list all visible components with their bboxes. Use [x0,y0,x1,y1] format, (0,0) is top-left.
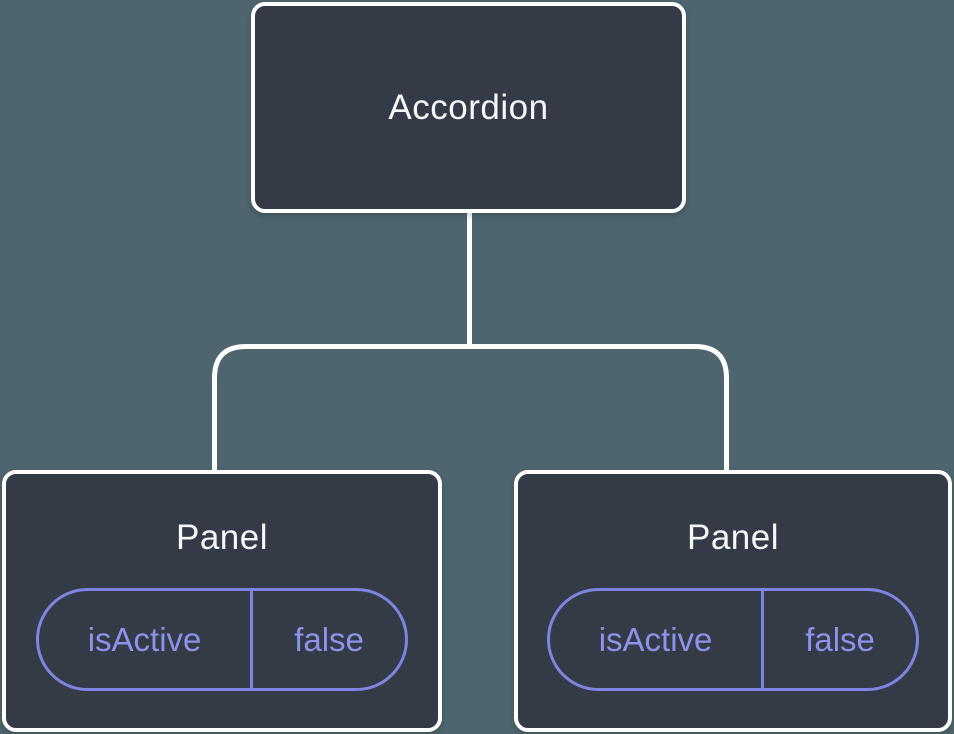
panel-node-left: Panel isActive false [2,470,442,732]
state-key: isActive [550,591,765,688]
state-value: false [805,620,875,658]
state-pill: isActive false [36,588,408,691]
panel-node-label: Panel [686,518,780,557]
panel-node-right: Panel isActive false [514,470,952,732]
accordion-node: Accordion [251,2,686,213]
state-value: false [294,620,364,658]
accordion-node-label: Accordion [388,87,549,127]
state-pill: isActive false [547,588,919,691]
panel-node-label: Panel [175,518,269,557]
state-key: isActive [39,591,254,688]
connector-branch [212,344,729,471]
